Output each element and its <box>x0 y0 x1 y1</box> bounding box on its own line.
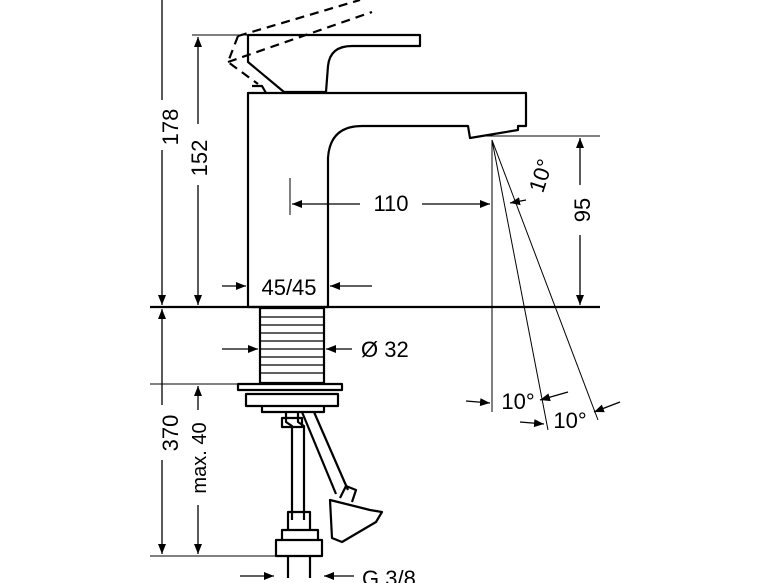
label-diameter-32: Ø 32 <box>361 337 409 362</box>
hose-nut-left-bottom <box>286 556 312 578</box>
dim-10br-left <box>519 419 545 428</box>
fixing-nut <box>244 392 340 414</box>
dim-10bl-left <box>465 398 491 407</box>
faucet-outline <box>150 0 600 578</box>
label-178: 178 <box>158 109 183 146</box>
faucet-body <box>246 91 528 309</box>
fixing-washer <box>236 382 344 392</box>
dim-10bl-right <box>539 391 569 402</box>
hose-nut-right <box>328 484 384 544</box>
thread-lines <box>260 316 324 374</box>
dim-10br-right <box>593 401 621 413</box>
hose-right <box>300 411 350 495</box>
label-95: 95 <box>570 198 595 222</box>
hose-nut-left <box>274 510 324 558</box>
dimension-lines <box>162 0 621 580</box>
handle-base <box>252 84 267 94</box>
dim-10top-arrow <box>509 197 527 206</box>
hose-left <box>284 412 306 520</box>
threaded-shank <box>258 306 326 385</box>
label-angle-bottom-right: 10° <box>553 408 586 433</box>
hose-clip <box>280 416 304 429</box>
label-connection: G 3/8 <box>362 566 416 583</box>
label-angle-top: 10° <box>524 156 558 195</box>
label-angle-bottom-left: 10° <box>501 389 534 414</box>
label-370: 370 <box>158 415 183 452</box>
label-152: 152 <box>187 140 212 177</box>
label-45-45: 45/45 <box>261 275 316 300</box>
extension-lines <box>150 34 600 557</box>
label-110: 110 <box>373 191 408 216</box>
handle-lever <box>246 33 422 94</box>
label-max-40: max. 40 <box>189 422 211 493</box>
handle-open-dashed <box>226 0 373 85</box>
